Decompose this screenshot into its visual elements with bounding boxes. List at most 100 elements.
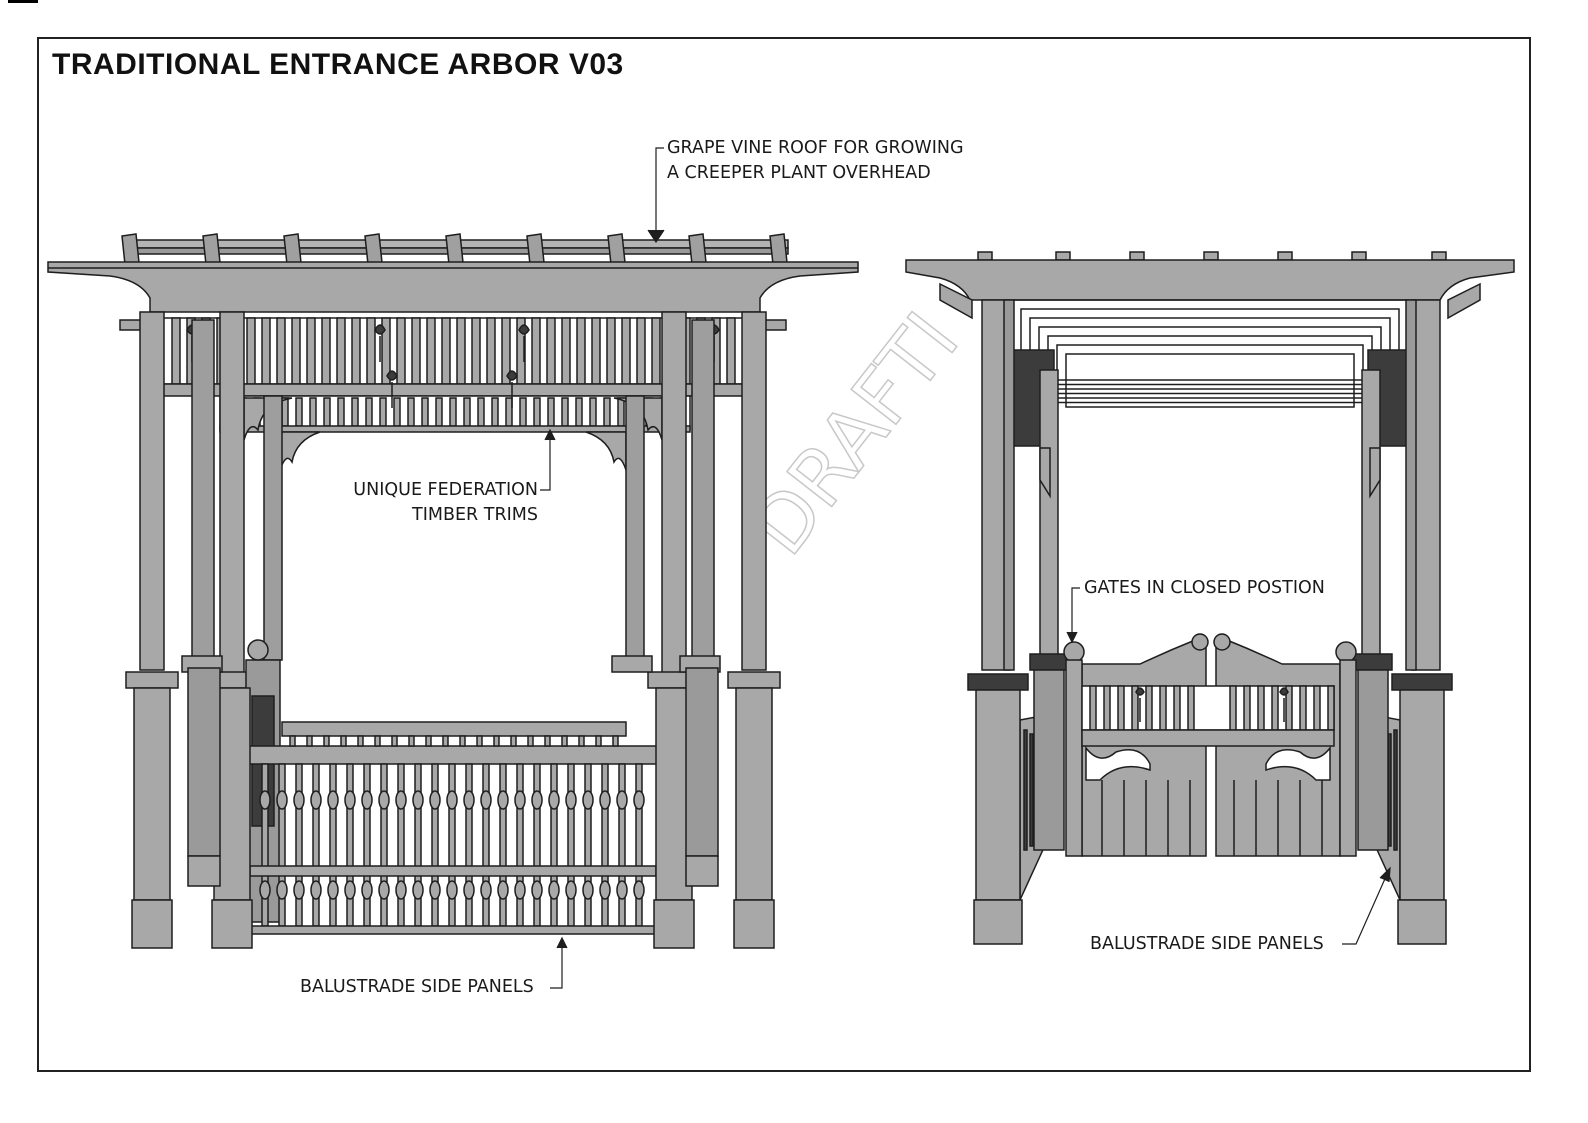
baluster-turning <box>293 880 305 900</box>
lattice-slat <box>591 317 601 385</box>
baluster-turning <box>412 790 424 810</box>
gate-slat <box>1229 685 1237 731</box>
frieze-slat <box>561 397 569 427</box>
lattice-slat <box>471 317 481 385</box>
baluster <box>363 763 371 927</box>
frieze-slat <box>351 397 359 427</box>
baluster <box>482 763 490 927</box>
baluster-turning <box>565 880 577 900</box>
gate-slat <box>1243 685 1251 731</box>
baluster <box>448 763 456 927</box>
baluster <box>618 763 626 927</box>
baluster-turning <box>276 880 288 900</box>
baluster-turning <box>616 880 628 900</box>
tulip-motif <box>374 324 386 362</box>
frieze-slat <box>309 397 317 427</box>
frieze-slat <box>547 397 555 427</box>
tulip-motif <box>506 370 518 408</box>
baluster-turning <box>446 880 458 900</box>
baluster-turning <box>344 790 356 810</box>
lattice-slat <box>636 317 646 385</box>
lattice-slat <box>426 317 436 385</box>
baluster-turning <box>327 790 339 810</box>
gate-slat <box>1173 685 1181 731</box>
upper-baluster <box>527 735 534 747</box>
baluster-turning <box>276 790 288 810</box>
gate-slat <box>1271 685 1279 731</box>
frieze-slat <box>393 397 401 427</box>
frieze-slat <box>323 397 331 427</box>
frieze-slat <box>491 397 499 427</box>
baluster-turning <box>633 790 645 810</box>
baluster-turning <box>412 880 424 900</box>
lattice-slat <box>546 317 556 385</box>
callout-roof-line2: A CREEPER PLANT OVERHEAD <box>667 163 931 183</box>
callout-gates-closed: GATES IN CLOSED POSTION <box>1084 576 1325 601</box>
lattice-slat <box>651 317 661 385</box>
upper-baluster <box>408 735 415 747</box>
lattice-slat <box>246 317 256 385</box>
lattice-slat <box>171 317 181 385</box>
callout-trims-line1: UNIQUE FEDERATION <box>353 480 538 500</box>
ceiling-frame <box>1020 308 1400 386</box>
baluster-turning <box>361 880 373 900</box>
leader-lines <box>540 147 1391 989</box>
baluster <box>601 763 609 927</box>
upper-baluster <box>612 735 619 747</box>
lattice-slat <box>336 317 346 385</box>
gate-slat <box>1299 685 1307 731</box>
baluster-turning <box>497 880 509 900</box>
lattice-slat <box>396 317 406 385</box>
baluster-turning <box>633 880 645 900</box>
frieze-slat <box>589 397 597 427</box>
upper-baluster <box>561 735 568 747</box>
baluster-turning <box>616 790 628 810</box>
side-baluster <box>1393 729 1398 851</box>
side-baluster <box>1029 733 1034 847</box>
frieze-slat <box>533 397 541 427</box>
baluster-turning <box>378 790 390 810</box>
baluster <box>533 763 541 927</box>
gate-slat <box>1327 685 1335 731</box>
post-cap <box>611 655 653 673</box>
lattice-slat <box>561 317 571 385</box>
baluster <box>584 763 592 927</box>
baluster <box>431 763 439 927</box>
gate-slat <box>1117 685 1125 731</box>
baluster-turning <box>548 880 560 900</box>
lattice-slat <box>456 317 466 385</box>
gate-slat <box>1103 685 1111 731</box>
lattice-slat <box>411 317 421 385</box>
baluster-turning <box>259 790 271 810</box>
ceiling-frame <box>1038 326 1382 395</box>
baluster-turning <box>395 790 407 810</box>
tulip-motif <box>386 370 398 408</box>
baluster-turning <box>531 880 543 900</box>
frieze-slat <box>435 397 443 427</box>
corner-mark <box>8 0 38 3</box>
upper-baluster <box>595 735 602 747</box>
baluster <box>312 763 320 927</box>
frieze-slat <box>365 397 373 427</box>
upper-baluster <box>289 735 296 747</box>
frieze-slat <box>449 397 457 427</box>
front-arbor-drawing <box>47 233 859 949</box>
post-cap <box>125 671 179 689</box>
baluster-turning <box>429 790 441 810</box>
rafter-tail <box>1277 251 1293 261</box>
upper-baluster <box>374 735 381 747</box>
baluster-turning <box>446 790 458 810</box>
upper-baluster <box>442 735 449 747</box>
callout-timber-trims: UNIQUE FEDERATION TIMBER TRIMS <box>318 478 538 528</box>
baluster-turning <box>497 790 509 810</box>
sheet-border <box>37 37 1531 1072</box>
lattice-slat <box>366 317 376 385</box>
frieze-slat <box>575 397 583 427</box>
upper-baluster <box>578 735 585 747</box>
gate-slat <box>1187 685 1195 731</box>
baluster-turning <box>480 790 492 810</box>
upper-baluster <box>544 735 551 747</box>
baluster-turning <box>480 880 492 900</box>
baluster <box>414 763 422 927</box>
baluster-turning <box>259 880 271 900</box>
